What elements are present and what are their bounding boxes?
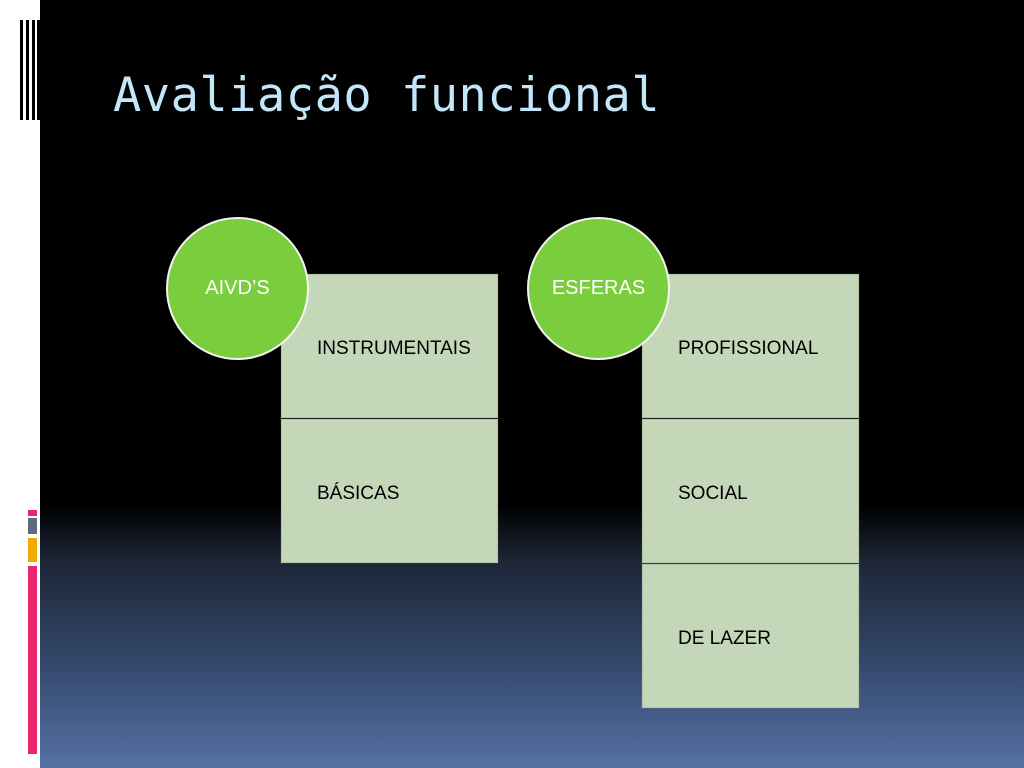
box-de-lazer: DE LAZER [642, 564, 859, 708]
circle-aivds: AIVD’S [166, 217, 309, 360]
accent-bar-1 [28, 510, 37, 516]
circle-label: AIVD’S [205, 277, 270, 299]
vertical-lines-icon [20, 20, 40, 120]
left-decor-strip [0, 0, 40, 768]
box-instrumentais: INSTRUMENTAIS [281, 274, 498, 418]
circle-esferas: ESFERAS [527, 217, 670, 360]
accent-bar-2 [28, 518, 37, 534]
circle-label: ESFERAS [551, 277, 646, 299]
box-profissional: PROFISSIONAL [642, 274, 859, 418]
box-label: PROFISSIONAL [678, 338, 819, 359]
accent-bar-4 [28, 566, 37, 754]
box-social: SOCIAL [642, 419, 859, 563]
box-label: SOCIAL [678, 483, 748, 504]
box-label: DE LAZER [678, 628, 771, 649]
box-basicas: BÁSICAS [281, 419, 498, 563]
slide-title: Avaliação funcional [113, 68, 661, 123]
box-label: BÁSICAS [317, 483, 400, 504]
box-label: INSTRUMENTAIS [317, 338, 471, 359]
accent-bar-3 [28, 538, 37, 562]
